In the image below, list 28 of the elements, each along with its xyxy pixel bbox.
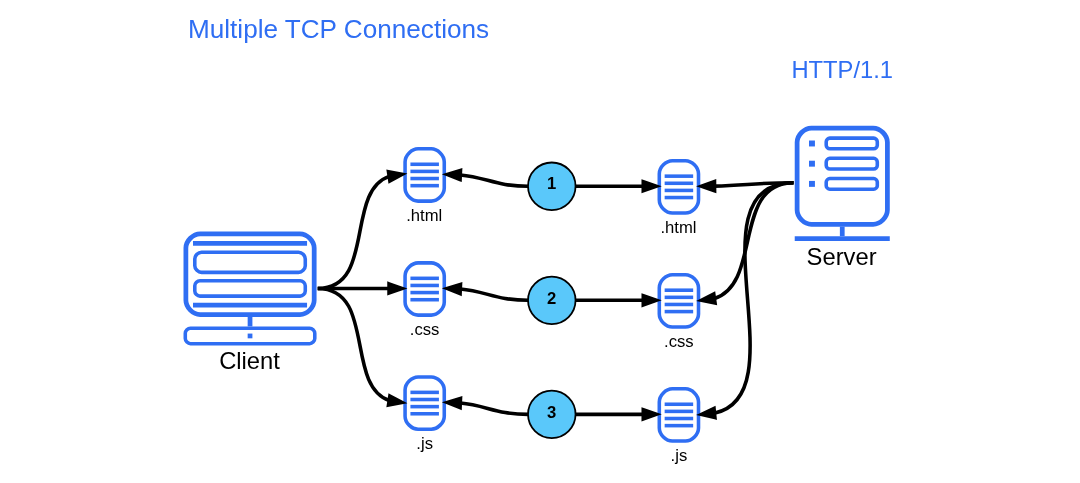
node-label: Server xyxy=(806,242,877,270)
node-label: .html xyxy=(659,217,697,237)
label: HTTP/1.1 xyxy=(790,56,893,84)
node-box xyxy=(402,261,446,317)
arrow xyxy=(575,179,662,194)
arrow xyxy=(575,407,662,422)
arrow xyxy=(575,293,662,308)
node-label: .js xyxy=(670,445,687,465)
node-circle: 1 xyxy=(526,161,576,211)
arrow xyxy=(317,169,407,291)
node-box xyxy=(657,158,700,215)
node-label: .html xyxy=(405,205,442,225)
node-box xyxy=(657,387,700,443)
node-box xyxy=(402,147,446,203)
node-box xyxy=(657,273,700,329)
arrow xyxy=(695,180,794,420)
node-label: .js xyxy=(415,434,433,454)
arrow xyxy=(441,167,528,189)
node-circle: 2 xyxy=(526,275,576,325)
node-box xyxy=(402,375,446,431)
node-circle: 3 xyxy=(526,389,576,439)
arrow xyxy=(317,286,407,408)
node-label: .css xyxy=(409,320,439,339)
arrow xyxy=(441,396,528,417)
node-label: .css xyxy=(663,331,694,351)
diagram-title: Multiple TCP Connections xyxy=(187,14,489,45)
arrow xyxy=(441,282,528,303)
node-label: Client xyxy=(218,347,280,375)
